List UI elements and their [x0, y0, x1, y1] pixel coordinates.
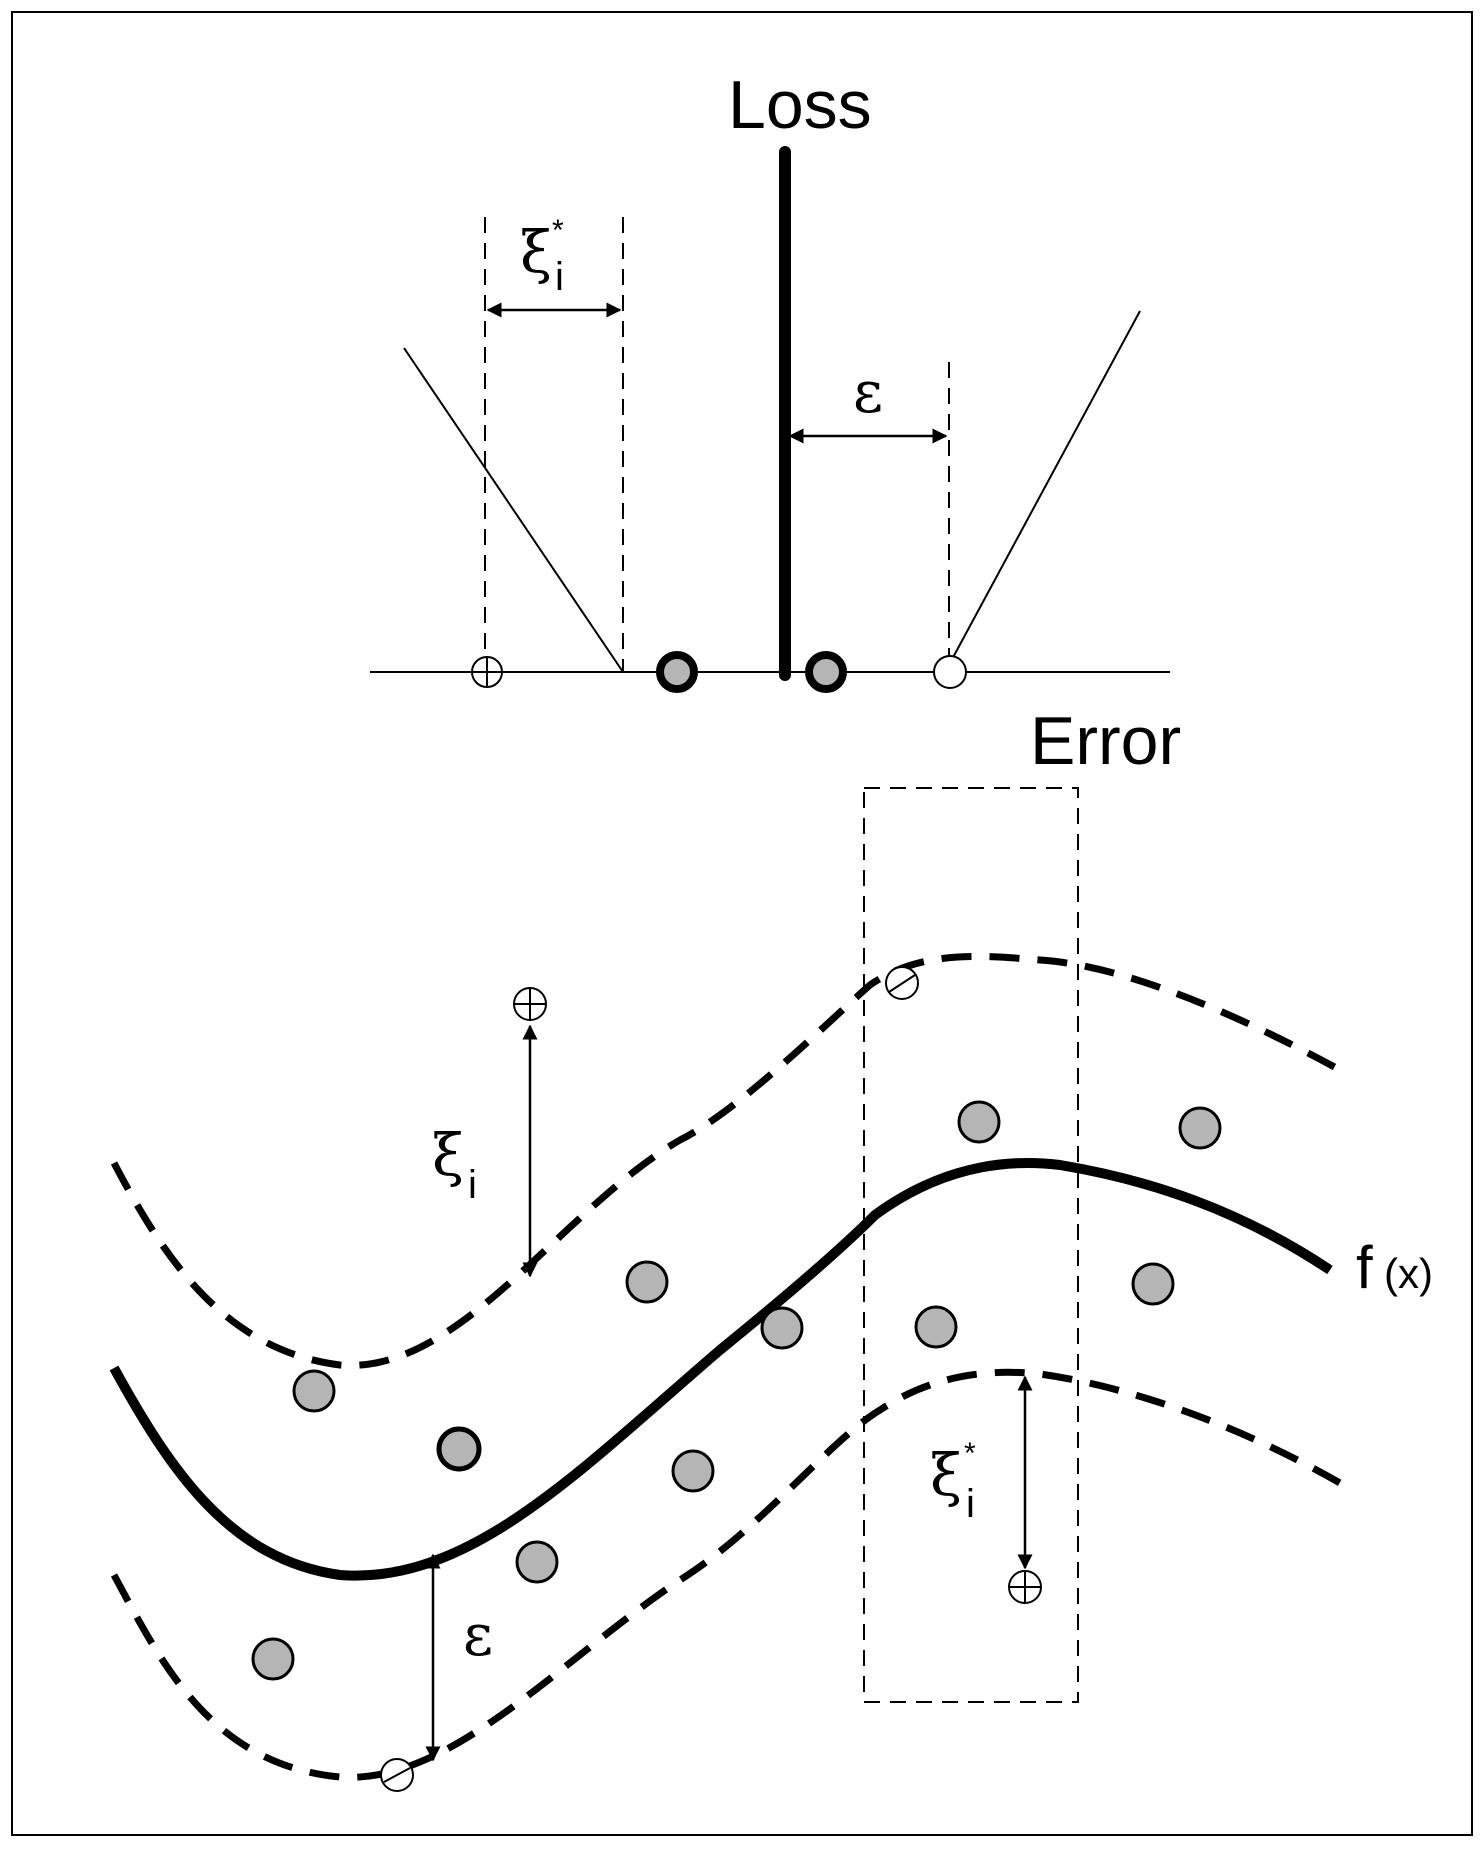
- loss-left-branch: [403, 347, 624, 673]
- regression-curve: [109, 1158, 1333, 1581]
- circle-minus-icon: [380, 1758, 414, 1792]
- data-point: [251, 1637, 295, 1681]
- xi-star-label-bottom: ξ i *: [930, 1437, 976, 1526]
- fx-label: f (x): [1356, 1234, 1433, 1301]
- data-point: [436, 1426, 482, 1472]
- fx-argument: (x): [1384, 1250, 1433, 1297]
- fx-function-name: f: [1356, 1234, 1373, 1301]
- loss-axis-label: Loss: [728, 67, 872, 143]
- circle-plus-icon: [513, 987, 547, 1021]
- lower-tube-boundary: [110, 1368, 1342, 1781]
- loss-right-branch: [949, 310, 1141, 664]
- xi-subscript: i: [468, 1163, 477, 1207]
- data-point: [957, 1100, 1001, 1144]
- figure-border: [11, 11, 1473, 1836]
- xi-superscript: *: [964, 1437, 976, 1470]
- data-points: [251, 1100, 1222, 1681]
- circle-minus-icon: [885, 966, 919, 1000]
- upper-tube-boundary: [110, 952, 1342, 1369]
- loss-function-panel: Loss ξ i * ε Error: [370, 67, 1181, 779]
- error-axis-label: Error: [1030, 703, 1181, 779]
- circle-plus-icon: [1008, 1570, 1042, 1604]
- boundary-point-icon: [933, 655, 967, 689]
- data-point: [515, 1540, 559, 1584]
- xi-superscript: *: [552, 214, 564, 247]
- data-point: [1131, 1262, 1175, 1306]
- xi-label: ξ i: [432, 1121, 477, 1207]
- data-point: [625, 1260, 669, 1304]
- xi-symbol: ξ: [432, 1121, 464, 1189]
- circle-plus-icon: [471, 656, 503, 688]
- data-point: [1178, 1106, 1222, 1150]
- epsilon-label-top: ε: [853, 358, 883, 426]
- epsilon-label-bottom: ε: [463, 1601, 493, 1669]
- xi-star-label-top: ξ i *: [520, 214, 564, 299]
- xi-symbol: ξ: [930, 1441, 962, 1509]
- data-point: [292, 1369, 336, 1413]
- data-point: [914, 1305, 958, 1349]
- xi-subscript: i: [555, 255, 564, 299]
- support-point-left: [656, 651, 698, 693]
- data-point: [760, 1306, 804, 1350]
- xi-symbol: ξ: [520, 218, 552, 286]
- regression-panel: ξ i ξ i * ε f (x): [109, 787, 1433, 1792]
- error-highlight-box: [863, 787, 1079, 1703]
- data-point: [671, 1449, 715, 1493]
- support-point-right: [805, 651, 847, 693]
- xi-subscript: i: [966, 1482, 975, 1526]
